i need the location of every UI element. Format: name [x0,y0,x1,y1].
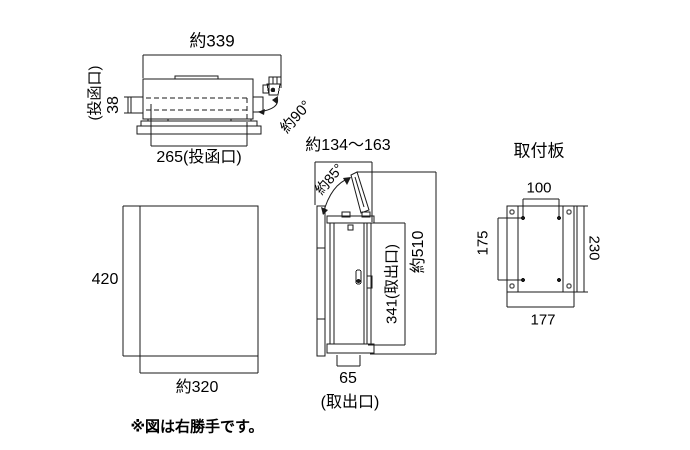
mount-plate-view [497,198,588,308]
dim-label-339: 約339 [189,31,235,51]
dim-label-320: 約320 [175,379,219,396]
side-view [314,161,437,367]
dim-label-230: 230 [585,235,603,261]
dim-label-175: 175 [474,230,492,256]
inner-detail [347,224,354,231]
mailbox-body-outline [142,78,254,120]
mount-plate-title: 取付板 [513,141,565,161]
arrowhead [258,109,265,115]
arrowhead [321,207,328,215]
lock-body [266,83,281,96]
front-face-outline [139,205,259,357]
lid-outline [350,171,370,214]
dim-label-65: 65 [339,370,357,387]
plate-outline [506,205,575,293]
right-slot-protrusion [252,96,264,113]
front-view [122,205,259,374]
outlet-name-label: (取出口) [320,394,380,411]
lock-cap [268,76,282,85]
lid-inner-line [354,176,365,208]
arrowhead [272,96,278,104]
lock-shaft [262,84,270,94]
screw-hole [557,216,561,220]
base-strip [136,125,262,135]
open-lid [321,171,370,215]
box-bottom-cap [326,343,375,354]
dim-label-38: 38 [105,96,122,114]
corner-hole [509,209,515,215]
top-tab [174,75,219,79]
knob-dot [356,279,361,283]
screw-hole [521,278,525,282]
corner-hole [566,209,572,215]
dim-label-177: 177 [530,311,556,329]
corner-hole [566,283,572,289]
wall-plate-side [316,205,326,357]
box-body-side [329,222,372,345]
arrowhead [343,177,351,185]
dim-label-265: 265(投函口) [156,149,242,166]
lock-rotation-arc [257,96,279,115]
left-slot-protrusion [130,96,144,114]
dim-label-341: 341(取出口) [383,243,401,325]
lock-dot [270,87,276,93]
hinge-lug [341,211,351,218]
screw-hole [557,278,561,282]
corner-hole [509,283,515,289]
hinge-lug [361,211,371,218]
top-view [124,54,282,147]
slot-name-label-vert: (投函口) [86,65,104,121]
door-knob [355,269,362,285]
door-latch [366,275,373,289]
dim-label-510: 約510 [410,230,427,274]
lid-edge-strip [140,120,258,127]
screw-hole [521,216,525,220]
dim-label-100: 100 [526,179,552,197]
handedness-note: ※図は右勝手です。 [130,418,264,436]
dim-label-420: 420 [91,271,119,288]
dim-label-134-163: 約134〜163 [305,137,391,154]
